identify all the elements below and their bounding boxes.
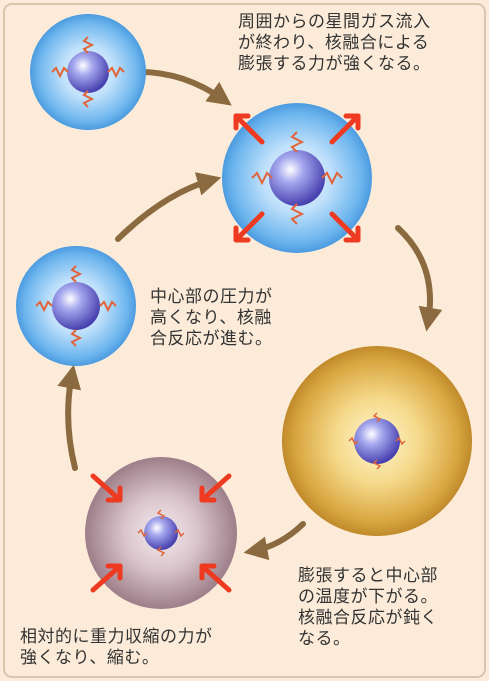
cycle-arrow-3 xyxy=(243,521,306,561)
star-expanded-cool xyxy=(282,346,472,536)
star-core xyxy=(52,282,100,330)
star-core-pressure xyxy=(16,246,136,366)
fusion-wave-icon xyxy=(35,265,117,347)
figure-border xyxy=(3,3,486,678)
caption-gravity-contraction: 相対的に重力収縮の力が 強くなり、縮む。 xyxy=(20,627,213,668)
fusion-wave-icon xyxy=(251,131,343,225)
inward-arrow-icon xyxy=(90,563,123,593)
star-contracting xyxy=(85,457,237,609)
outward-force-arrows xyxy=(233,113,361,243)
outward-arrow-icon xyxy=(329,113,361,145)
star-core xyxy=(144,516,178,550)
star-stable-small xyxy=(30,14,146,130)
star-core xyxy=(354,418,400,464)
fusion-wave-icon xyxy=(51,36,125,108)
star-expanding xyxy=(222,103,372,253)
inward-arrow-icon xyxy=(199,473,232,503)
caption-gas-inflow-end: 周囲からの星間ガス流入 が終わり、核融合による 膨張する力が強くなる。 xyxy=(238,12,431,74)
star-core xyxy=(269,150,325,206)
cycle-arrow-4 xyxy=(57,364,82,471)
fusion-wave-icon xyxy=(137,509,185,557)
outward-arrow-icon xyxy=(233,211,265,243)
outward-arrow-icon xyxy=(329,211,361,243)
inward-arrow-icon xyxy=(90,473,123,503)
outward-arrow-icon xyxy=(233,113,265,145)
caption-core-pressure-rise: 中心部の圧力が 高くなり、核融 合反応が進む。 xyxy=(150,287,273,349)
star-core xyxy=(67,51,109,93)
inward-arrow-icon xyxy=(199,563,232,593)
cycle-arrow-2 xyxy=(395,225,443,332)
caption-expansion-cools-core: 膨張すると中心部 の温度が下がる。 核融合反応が鈍く なる。 xyxy=(298,566,438,649)
cycle-arrow-1 xyxy=(130,68,232,106)
cycle-arrow-5 xyxy=(115,172,222,242)
cycle-arrows xyxy=(57,68,443,561)
fusion-wave-icon xyxy=(348,412,406,470)
inward-force-arrows xyxy=(90,473,232,593)
